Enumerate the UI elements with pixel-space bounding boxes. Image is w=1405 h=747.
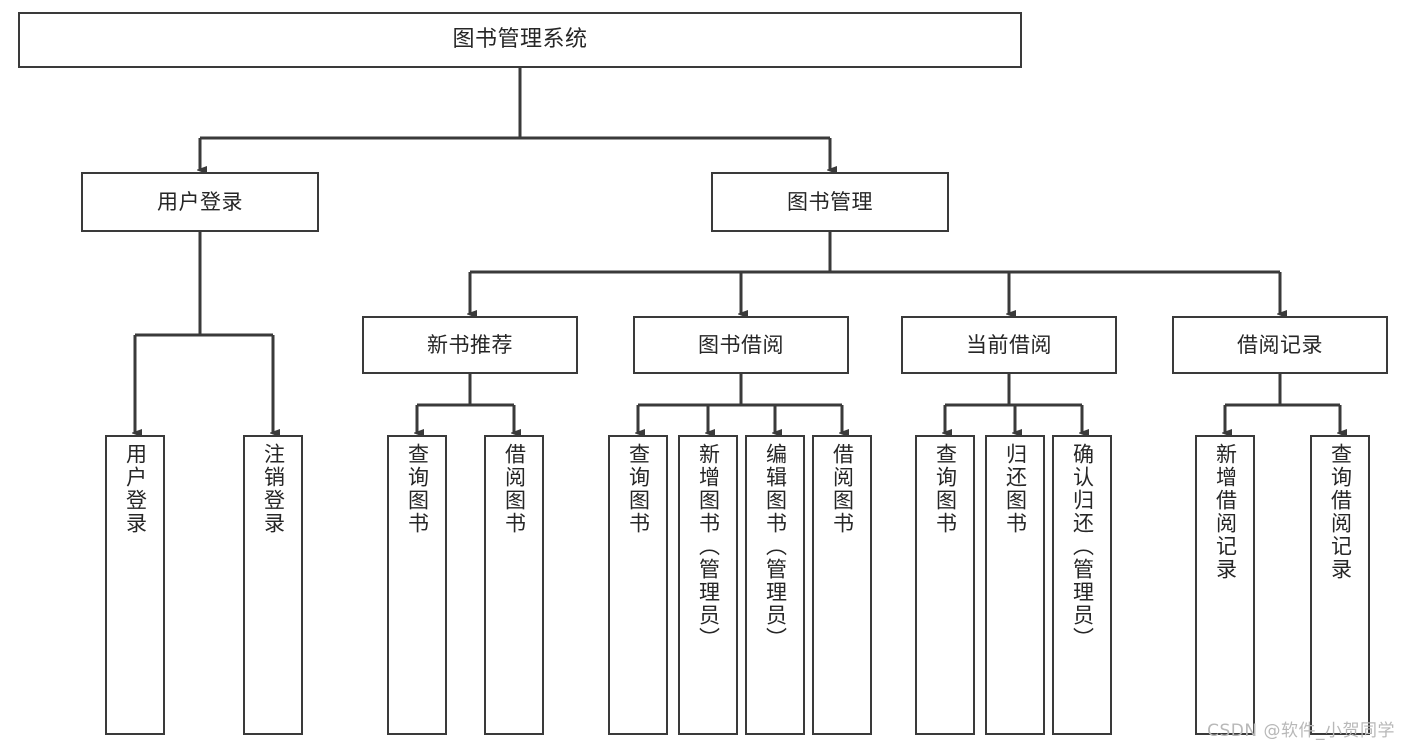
node-label: 查询图书	[933, 443, 958, 535]
node-label: 查询图书	[405, 443, 430, 535]
node-label: 编辑图书（管理员）	[763, 443, 788, 650]
node-user-login[interactable]: 用户登录	[81, 172, 319, 232]
watermark-text: CSDN @软件_小贺同学	[1207, 721, 1395, 741]
node-label: 确认归还（管理员）	[1070, 443, 1095, 650]
node-book-management[interactable]: 图书管理	[711, 172, 949, 232]
node-label: 借阅图书	[830, 443, 855, 535]
node-leaf-edit-book-admin[interactable]: 编辑图书（管理员）	[745, 435, 805, 735]
node-leaf-confirm-return-admin[interactable]: 确认归还（管理员）	[1052, 435, 1112, 735]
node-label: 新增图书（管理员）	[696, 443, 721, 650]
node-root[interactable]: 图书管理系统	[18, 12, 1022, 68]
node-leaf-query-book-current[interactable]: 查询图书	[915, 435, 975, 735]
node-leaf-add-book-admin[interactable]: 新增图书（管理员）	[678, 435, 738, 735]
node-label: 用户登录	[123, 443, 148, 535]
node-leaf-return-book[interactable]: 归还图书	[985, 435, 1045, 735]
node-label: 图书管理	[787, 189, 873, 214]
node-label: 新书推荐	[427, 332, 513, 357]
node-current-borrow[interactable]: 当前借阅	[901, 316, 1117, 374]
node-leaf-query-borrow-record[interactable]: 查询借阅记录	[1310, 435, 1370, 735]
node-leaf-query-book-recommend[interactable]: 查询图书	[387, 435, 447, 735]
node-label: 借阅记录	[1237, 332, 1323, 357]
node-leaf-borrow-book-recommend[interactable]: 借阅图书	[484, 435, 544, 735]
node-leaf-borrow-book[interactable]: 借阅图书	[812, 435, 872, 735]
node-label: 用户登录	[157, 189, 243, 214]
node-borrow-record[interactable]: 借阅记录	[1172, 316, 1388, 374]
node-label: 查询图书	[626, 443, 651, 535]
node-label: 当前借阅	[966, 332, 1052, 357]
node-new-book-recommend[interactable]: 新书推荐	[362, 316, 578, 374]
node-label: 注销登录	[261, 443, 286, 535]
node-label: 新增借阅记录	[1213, 443, 1238, 581]
node-label: 查询借阅记录	[1328, 443, 1353, 581]
node-label: 图书管理系统	[452, 27, 588, 53]
node-label: 归还图书	[1003, 443, 1028, 535]
node-leaf-logout-login[interactable]: 注销登录	[243, 435, 303, 735]
node-label: 借阅图书	[502, 443, 527, 535]
node-leaf-add-borrow-record[interactable]: 新增借阅记录	[1195, 435, 1255, 735]
connector-lines	[135, 68, 1340, 433]
node-label: 图书借阅	[698, 332, 784, 357]
node-book-borrow[interactable]: 图书借阅	[633, 316, 849, 374]
node-leaf-user-login[interactable]: 用户登录	[105, 435, 165, 735]
node-leaf-query-book-borrow[interactable]: 查询图书	[608, 435, 668, 735]
